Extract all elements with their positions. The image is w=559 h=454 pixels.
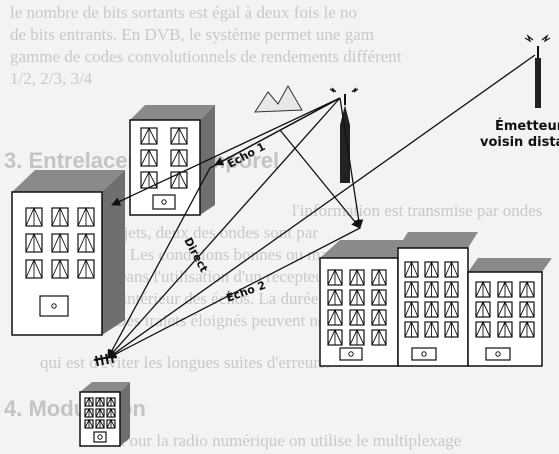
distant-emitter-tower-icon — [524, 34, 551, 108]
direct-path — [107, 97, 341, 359]
window-pane — [106, 396, 116, 407]
window-pane — [519, 320, 535, 338]
signal-paths — [107, 54, 536, 359]
window-pane — [349, 308, 365, 326]
window-pane — [371, 268, 387, 286]
window-pane — [95, 396, 105, 407]
window-pane — [519, 300, 535, 318]
window-pane — [371, 308, 387, 326]
window-pane — [77, 206, 95, 227]
window-pane — [327, 308, 343, 326]
window-pane — [51, 258, 69, 279]
window-pane — [424, 260, 439, 278]
label-direct: Direct — [181, 235, 210, 274]
window-pane — [327, 288, 343, 306]
door-knob — [51, 303, 57, 309]
window-pane — [424, 320, 439, 338]
window-pane — [25, 206, 43, 227]
window-pane — [77, 232, 95, 253]
window-pane — [444, 320, 459, 338]
door-knob — [495, 351, 501, 357]
label-emitter-line1: Émetteur — [495, 118, 559, 134]
window-pane — [444, 260, 459, 278]
window-pane — [349, 268, 365, 286]
label-echo1: Écho 1 — [225, 140, 267, 171]
window-pane — [404, 320, 419, 338]
window-pane — [25, 232, 43, 253]
window-pane — [349, 288, 365, 306]
window-pane — [25, 258, 43, 279]
window-pane — [95, 407, 105, 418]
window-pane — [444, 300, 459, 318]
receiver-antenna-icon — [93, 352, 117, 367]
door-knob — [421, 351, 427, 357]
window-pane — [327, 328, 343, 346]
door — [152, 194, 176, 210]
echo1-reflect-arrow — [214, 97, 341, 166]
echo2-return — [107, 227, 361, 359]
window-pane — [404, 300, 419, 318]
window-pane — [519, 280, 535, 298]
window-pane — [51, 206, 69, 227]
window-pane — [327, 268, 343, 286]
window-pane — [84, 396, 94, 407]
door — [485, 347, 511, 361]
window-pane — [77, 258, 95, 279]
window-pane — [475, 320, 491, 338]
window-pane — [84, 407, 94, 418]
window-pane — [170, 126, 188, 145]
window-pane — [475, 300, 491, 318]
window-pane — [424, 300, 439, 318]
window-pane — [444, 280, 459, 298]
echo2-outbound — [339, 97, 364, 229]
door-knob — [161, 199, 167, 205]
window-pane — [95, 418, 105, 429]
window-pane — [51, 232, 69, 253]
label-echo2: Écho 2 — [225, 279, 268, 305]
window-pane — [404, 260, 419, 278]
window-pane — [140, 170, 158, 189]
window-pane — [424, 280, 439, 298]
window-pane — [106, 418, 116, 429]
door-knob — [97, 434, 103, 440]
main-transmitter-tower-icon — [329, 87, 359, 183]
window-pane — [170, 170, 188, 189]
label-emitter-line2: voisin distant — [480, 135, 559, 150]
distant-emitter-path — [107, 54, 536, 359]
echo1-to-left-building — [111, 97, 341, 206]
mountains-icon — [254, 84, 303, 113]
window-pane — [404, 280, 419, 298]
window-pane — [140, 148, 158, 167]
door — [411, 347, 437, 361]
window-pane — [497, 280, 513, 298]
window-pane — [140, 126, 158, 145]
door — [39, 295, 69, 317]
door-knob — [348, 351, 354, 357]
window-pane — [349, 328, 365, 346]
window-pane — [475, 280, 491, 298]
echo2-to-right-building — [279, 129, 361, 229]
door — [93, 431, 107, 443]
window-pane — [371, 288, 387, 306]
window-pane — [371, 328, 387, 346]
window-pane — [170, 148, 188, 167]
window-pane — [106, 407, 116, 418]
window-pane — [497, 320, 513, 338]
window-pane — [84, 418, 94, 429]
door — [339, 347, 363, 361]
window-pane — [497, 300, 513, 318]
